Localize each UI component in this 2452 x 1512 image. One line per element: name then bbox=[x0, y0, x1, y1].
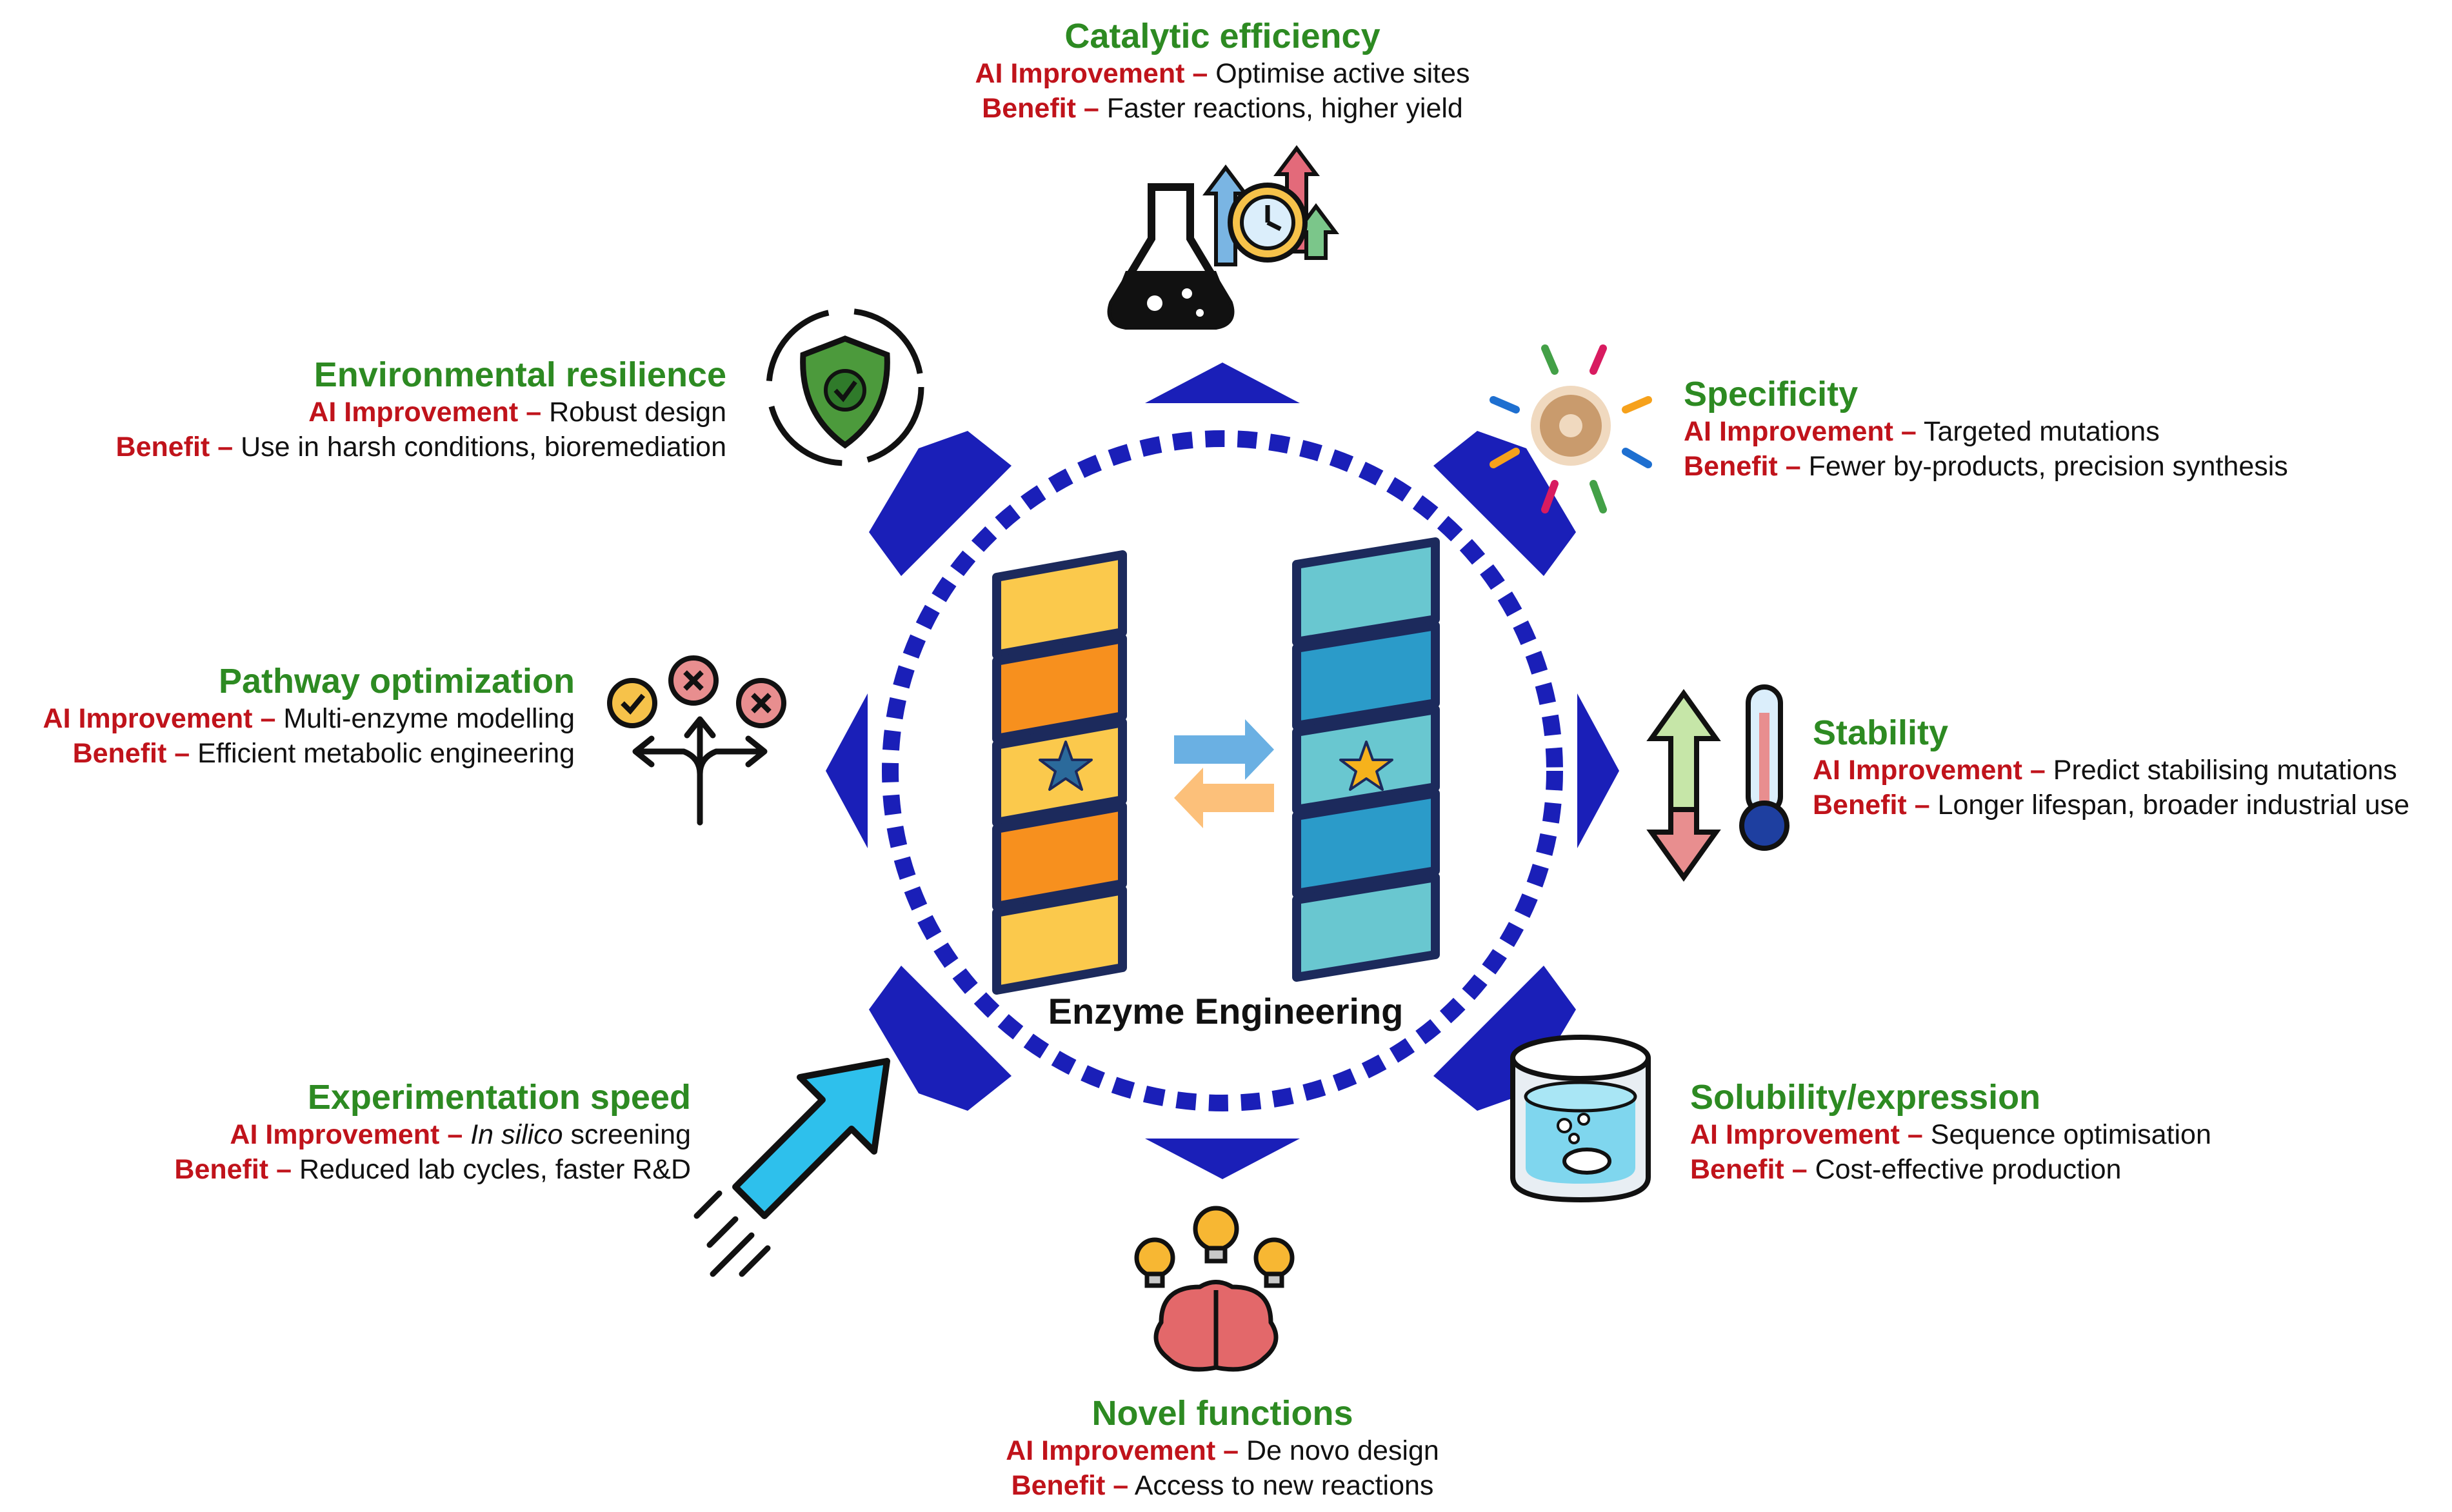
arrowhead-bottom bbox=[1145, 1139, 1300, 1179]
feature-title: Environmental resilience bbox=[314, 355, 726, 394]
benefit-line: Benefit – Reduced lab cycles, faster R&D bbox=[174, 1154, 691, 1185]
ai-improvement-line: AI Improvement – Optimise active sites bbox=[975, 58, 1470, 89]
feature-title: Solubility/expression bbox=[1690, 1078, 2041, 1117]
dashed-ring bbox=[882, 430, 1563, 1111]
ai-text-italic: In silico bbox=[470, 1119, 563, 1150]
helix-right-icon bbox=[1292, 537, 1440, 982]
ai-text: De novo design bbox=[1246, 1435, 1439, 1466]
ai-text: Multi-enzyme modelling bbox=[283, 703, 575, 734]
flask-clock-arrows-icon bbox=[1107, 145, 1339, 330]
benefit-label: Benefit bbox=[174, 1154, 269, 1185]
ai-improvement-line: AI Improvement – Sequence optimisation bbox=[1690, 1119, 2211, 1150]
feature-speed: Experimentation speed AI Improvement – I… bbox=[174, 1077, 691, 1187]
ai-label: AI Improvement bbox=[230, 1119, 440, 1150]
ai-text: Sequence optimisation bbox=[1930, 1119, 2211, 1150]
benefit-text: Fewer by-products, precision synthesis bbox=[1808, 451, 2288, 482]
ai-improvement-line: AI Improvement – Multi-enzyme modelling bbox=[43, 703, 575, 734]
feature-catalytic: Catalytic efficiency AI Improvement – Op… bbox=[903, 16, 1542, 126]
feature-pathway: Pathway optimization AI Improvement – Mu… bbox=[43, 661, 575, 771]
benefit-text: Access to new reactions bbox=[1134, 1470, 1434, 1501]
benefit-text: Longer lifespan, broader industrial use bbox=[1937, 790, 2410, 821]
benefit-text: Reduced lab cycles, faster R&D bbox=[299, 1154, 691, 1185]
brain-lightbulbs-icon bbox=[1134, 1206, 1295, 1372]
helix-left-icon bbox=[992, 550, 1127, 995]
dissolving-tablet-icon bbox=[1510, 1035, 1651, 1203]
feature-title: Stability bbox=[1813, 713, 1949, 752]
thermometer-arrows-icon bbox=[1646, 684, 1789, 882]
star-right-icon bbox=[1339, 741, 1393, 791]
ring-arrowheads bbox=[826, 363, 1619, 1179]
benefit-label: Benefit bbox=[1011, 1470, 1106, 1501]
benefit-label: Benefit bbox=[115, 432, 210, 463]
feature-title: Pathway optimization bbox=[218, 662, 575, 701]
rocket-arrow-icon bbox=[693, 1058, 890, 1277]
ai-label: AI Improvement bbox=[1006, 1435, 1216, 1466]
benefit-line: Benefit – Efficient metabolic engineerin… bbox=[72, 738, 575, 769]
ai-improvement-line: AI Improvement – Predict stabilising mut… bbox=[1813, 755, 2397, 786]
ai-improvement-line: AI Improvement – In silico screening bbox=[230, 1119, 691, 1150]
feature-environmental: Environmental resilience AI Improvement … bbox=[116, 355, 726, 464]
ai-text: Predict stabilising mutations bbox=[2053, 755, 2397, 786]
benefit-label: Benefit bbox=[1684, 451, 1778, 482]
star-left-icon bbox=[1039, 741, 1093, 791]
benefit-text: Faster reactions, higher yield bbox=[1106, 93, 1463, 124]
feature-specificity: Specificity AI Improvement – Targeted mu… bbox=[1684, 374, 2288, 484]
feature-title: Novel functions bbox=[1091, 1394, 1353, 1433]
feature-title: Catalytic efficiency bbox=[1064, 17, 1380, 55]
arrowhead-bottom-left bbox=[869, 966, 1012, 1111]
feature-title: Specificity bbox=[1684, 375, 1859, 413]
benefit-line: Benefit – Use in harsh conditions, biore… bbox=[115, 432, 726, 463]
ai-label: AI Improvement bbox=[43, 703, 253, 734]
shield-check-cycle-icon bbox=[766, 308, 924, 466]
feature-title: Experimentation speed bbox=[307, 1078, 691, 1117]
center-label: Enzyme Engineering bbox=[1048, 991, 1404, 1031]
arrowhead-top-left bbox=[869, 431, 1012, 576]
ai-improvement-line: AI Improvement – Targeted mutations bbox=[1684, 416, 2160, 447]
ai-text: Optimise active sites bbox=[1215, 58, 1470, 89]
ai-text: Robust design bbox=[549, 397, 726, 428]
ai-label: AI Improvement bbox=[1684, 416, 1893, 447]
arrowhead-top-right bbox=[1433, 431, 1576, 576]
arrowhead-top bbox=[1145, 363, 1300, 403]
feature-novel: Novel functions AI Improvement – De novo… bbox=[903, 1393, 1542, 1503]
benefit-line: Benefit – Faster reactions, higher yield bbox=[982, 93, 1463, 124]
target-arrows-icon bbox=[1490, 344, 1652, 513]
benefit-text: Cost-effective production bbox=[1815, 1154, 2122, 1185]
arrowhead-bottom-right bbox=[1433, 966, 1576, 1111]
ai-text: Targeted mutations bbox=[1924, 416, 2160, 447]
ai-label: AI Improvement bbox=[975, 58, 1185, 89]
branching-paths-icon bbox=[607, 655, 786, 826]
benefit-line: Benefit – Fewer by-products, precision s… bbox=[1684, 451, 2288, 482]
exchange-arrows-icon bbox=[1174, 719, 1274, 828]
benefit-line: Benefit – Longer lifespan, broader indus… bbox=[1813, 790, 2410, 821]
benefit-label: Benefit bbox=[72, 738, 167, 769]
benefit-label: Benefit bbox=[982, 93, 1076, 124]
ai-improvement-line: AI Improvement – Robust design bbox=[308, 397, 726, 428]
ai-text: screening bbox=[563, 1119, 691, 1150]
benefit-label: Benefit bbox=[1690, 1154, 1784, 1185]
ai-label: AI Improvement bbox=[1690, 1119, 1900, 1150]
arrowhead-right bbox=[1577, 693, 1619, 848]
benefit-label: Benefit bbox=[1813, 790, 1907, 821]
ai-label: AI Improvement bbox=[308, 397, 519, 428]
benefit-text: Use in harsh conditions, bioremediation bbox=[241, 432, 726, 463]
ai-label: AI Improvement bbox=[1813, 755, 2022, 786]
benefit-line: Benefit – Access to new reactions bbox=[1011, 1470, 1434, 1501]
benefit-line: Benefit – Cost-effective production bbox=[1690, 1154, 2122, 1185]
benefit-text: Efficient metabolic engineering bbox=[197, 738, 575, 769]
feature-stability: Stability AI Improvement – Predict stabi… bbox=[1813, 713, 2409, 822]
ai-improvement-line: AI Improvement – De novo design bbox=[1006, 1435, 1439, 1466]
arrowhead-left bbox=[826, 693, 868, 848]
feature-solubility: Solubility/expression AI Improvement – S… bbox=[1690, 1077, 2211, 1187]
